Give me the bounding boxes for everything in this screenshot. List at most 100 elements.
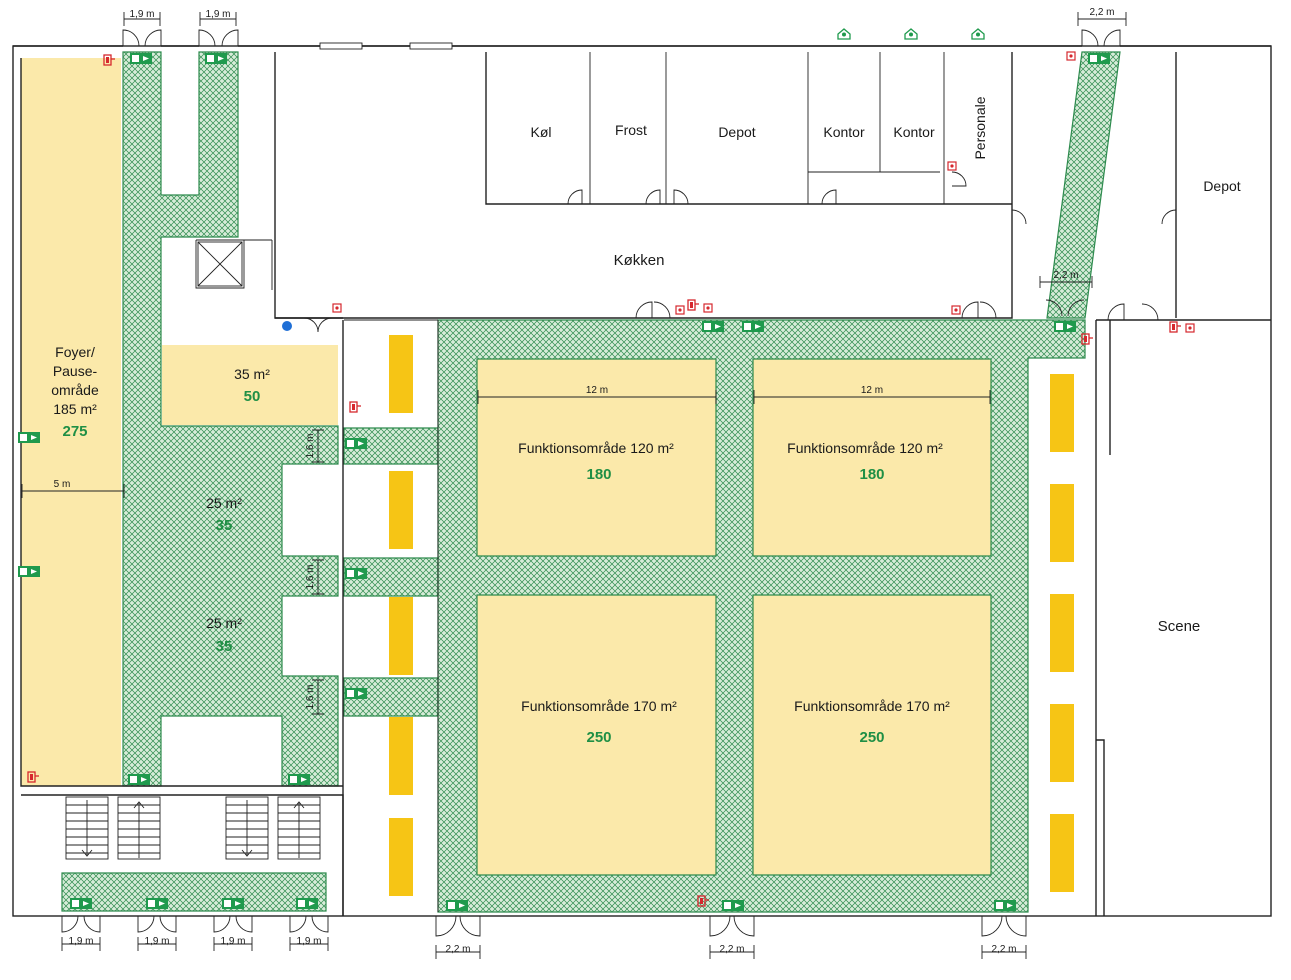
exit-sign-icon — [1088, 53, 1110, 64]
dim-bottom-exit-3: 1,9 m — [220, 936, 245, 947]
func-se-area — [753, 595, 991, 875]
dim-ramp: 2,2 m — [1053, 270, 1078, 281]
exit-sign-icon — [296, 898, 318, 909]
stair-icon — [277, 796, 321, 860]
room-labels: Køl Frost Depot Kontor Kontor Personale … — [531, 96, 1241, 635]
fire-alarm-icon — [1185, 323, 1195, 333]
func-ne-capacity: 180 — [859, 466, 884, 483]
area-labels: Foyer/ Pause- område 185 m² 275 35 m² 50… — [51, 344, 950, 746]
room-label-kontor-2: Kontor — [893, 124, 935, 140]
dim-corridor-1: 1,6 m — [305, 433, 316, 458]
exit-sign-icon — [128, 774, 150, 785]
assembly-point-icon — [837, 28, 851, 40]
func-nw-area — [477, 359, 716, 556]
lounge-size: 35 m² — [234, 366, 270, 382]
dim-bottom-exit-5: 2,2 m — [445, 944, 470, 955]
lounge-area — [162, 345, 338, 425]
assembly-points — [837, 28, 985, 40]
foyer-name-2: Pause- — [53, 363, 98, 379]
room-label-depot-north: Depot — [718, 124, 755, 140]
meeting-b-size: 25 m² — [206, 615, 242, 631]
exit-sign-icon — [446, 900, 468, 911]
walls — [12, 45, 1272, 917]
route-west — [122, 51, 339, 787]
func-sw-capacity: 250 — [586, 729, 611, 746]
table — [389, 597, 413, 675]
dim-bottom-exit-2: 1,9 m — [144, 936, 169, 947]
exit-sign-icon — [722, 900, 744, 911]
table — [389, 335, 413, 413]
func-nw-capacity: 180 — [586, 466, 611, 483]
meeting-a-size: 25 m² — [206, 495, 242, 511]
func-se-name: Funktionsområde 170 m² — [794, 698, 950, 714]
dim-corridor-3: 1,6 m — [305, 684, 316, 709]
exit-sign-icon — [18, 566, 40, 577]
exit-sign-icon — [345, 438, 367, 449]
table — [389, 471, 413, 549]
door-swing-icon — [709, 915, 755, 937]
exit-sign-icon — [345, 688, 367, 699]
func-sw-area — [477, 595, 716, 875]
table — [1050, 594, 1074, 672]
dim-bottom-exit-6: 2,2 m — [719, 944, 744, 955]
table — [1050, 484, 1074, 562]
foyer-name-1: Foyer/ — [55, 344, 95, 360]
func-sw-name: Funktionsområde 170 m² — [521, 698, 677, 714]
dim-top-exit-1: 1,9 m — [129, 9, 154, 20]
dimension-lines — [21, 12, 1127, 959]
route-south — [61, 872, 327, 912]
dim-bottom-exit-1: 1,9 m — [68, 936, 93, 947]
exit-sign-icon — [1054, 321, 1076, 332]
door-swing-icon — [213, 915, 253, 933]
table — [1050, 814, 1074, 892]
door-swing-icon — [198, 29, 239, 47]
door-swing-icon — [961, 301, 997, 319]
exit-sign-icon — [288, 774, 310, 785]
exit-sign-icon — [345, 568, 367, 579]
room-label-scene: Scene — [1158, 618, 1201, 635]
door-swing-icon — [289, 915, 329, 933]
dim-top-exit-2: 1,9 m — [205, 9, 230, 20]
door-swing-icon — [821, 171, 967, 205]
door-swing-icon — [137, 915, 177, 933]
table — [1050, 374, 1074, 452]
foyer-size: 185 m² — [53, 401, 97, 417]
door-swing-icon — [567, 189, 583, 205]
exit-sign-icon — [994, 900, 1016, 911]
dim-top-exit-east: 2,2 m — [1089, 7, 1114, 18]
door-swing-icon — [303, 317, 333, 333]
exit-sign-icon — [70, 898, 92, 909]
windows — [319, 42, 453, 50]
dim-bottom-exit-4: 1,9 m — [296, 936, 321, 947]
fire-alarm-icon — [951, 305, 961, 315]
room-label-depot-east: Depot — [1203, 178, 1240, 194]
table — [1050, 704, 1074, 782]
assembly-point-icon — [971, 28, 985, 40]
door-swing-icon — [981, 915, 1027, 937]
fire-extinguisher-icon — [1169, 321, 1182, 333]
exit-sign-icon — [18, 432, 40, 443]
fire-alarm-icon — [1066, 51, 1076, 61]
fire-extinguisher-icon — [687, 299, 700, 311]
foyer-area — [21, 58, 121, 786]
func-ne-area — [753, 359, 991, 556]
fire-extinguisher-icon — [349, 401, 362, 413]
dim-func-nw-width: 12 m — [586, 385, 608, 396]
route-ramp — [1046, 51, 1121, 319]
tables — [389, 335, 1074, 896]
door-swing-icon — [1045, 299, 1085, 317]
func-ne-name: Funktionsområde 120 m² — [787, 440, 943, 456]
exit-sign-icon — [205, 53, 227, 64]
room-label-kontor-1: Kontor — [823, 124, 865, 140]
dim-foyer-width: 5 m — [54, 479, 71, 490]
assembly-point-icon — [904, 28, 918, 40]
dim-bottom-exit-7: 2,2 m — [991, 944, 1016, 955]
stair-icon — [225, 796, 269, 860]
lounge-capacity: 50 — [244, 388, 261, 405]
exit-sign-icon — [222, 898, 244, 909]
door-swing-icon — [1011, 209, 1177, 225]
foyer-capacity: 275 — [62, 423, 87, 440]
meeting-a-capacity: 35 — [216, 517, 233, 534]
escape-routes — [61, 51, 1121, 913]
